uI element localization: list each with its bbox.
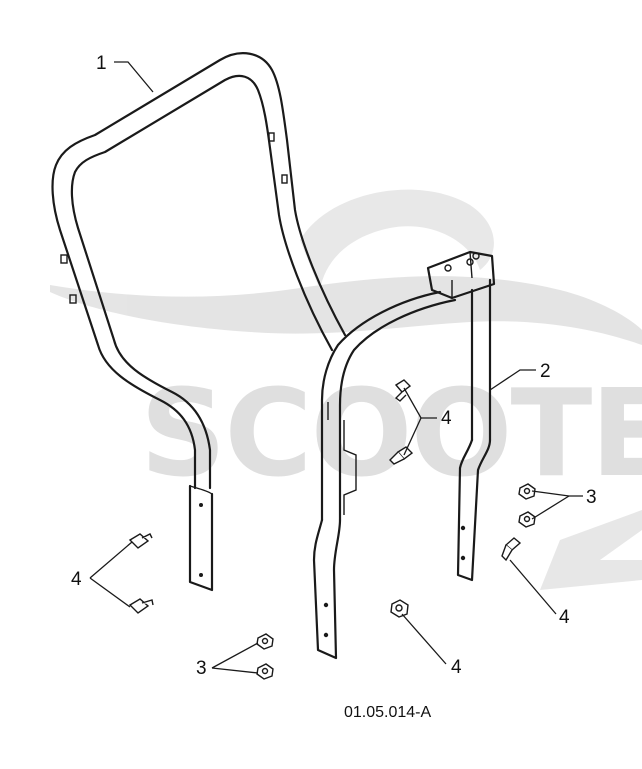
watermark-z-shape: [540, 510, 642, 590]
callout-2: 2: [540, 361, 551, 382]
diagram-reference-code: 01.05.014-A: [344, 704, 432, 721]
nut-fasteners: [256, 483, 536, 680]
frame-part-1: [51, 52, 347, 592]
stud-bolt-icon: [501, 537, 522, 562]
callout-1: 1: [96, 53, 107, 74]
callout-4-right: 4: [559, 607, 570, 628]
callout-3-bottom: 3: [196, 658, 207, 679]
frame-part-2: [312, 250, 496, 660]
callout-3-right: 3: [586, 487, 597, 508]
callout-4-left: 4: [71, 569, 82, 590]
watermark-swirl-shape: [300, 189, 494, 290]
callout-4-center: 4: [441, 408, 452, 429]
stud-fasteners: [128, 379, 522, 614]
stud-bolt-icon: [394, 379, 412, 402]
stud-bolt-icon: [128, 533, 153, 549]
stud-bolt-icon: [128, 598, 154, 614]
hex-nut-icon: [256, 633, 274, 650]
watermark: SCOOTER: [50, 189, 642, 590]
callout-4-bottom: 4: [451, 657, 462, 678]
hex-nut-icon: [256, 663, 274, 680]
hex-nut-icon: [518, 483, 536, 500]
leader-lines: [89, 61, 583, 674]
flange-nut-icon: [390, 599, 409, 618]
watermark-text: SCOOTER: [140, 365, 642, 504]
hex-nut-icon: [518, 511, 536, 528]
watermark-wing-shape: [50, 276, 642, 345]
